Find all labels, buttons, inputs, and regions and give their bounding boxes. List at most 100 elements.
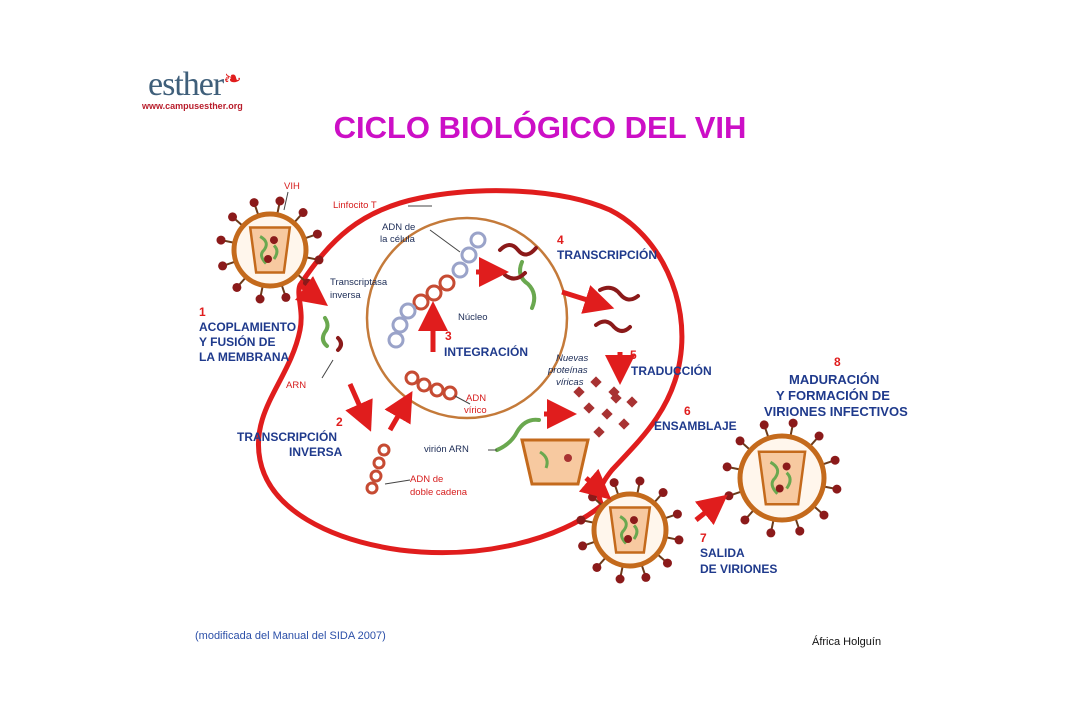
- virus-spike-head: [735, 436, 745, 446]
- virus-spike-head: [740, 515, 750, 525]
- virus-spike-head: [312, 229, 322, 239]
- virus-spike-head: [766, 528, 776, 538]
- viral-dna-helix: [404, 370, 458, 401]
- virus-mature: [722, 418, 842, 538]
- double-strand-dna: [365, 443, 391, 495]
- virus-spike-head: [228, 212, 238, 222]
- label-transcriptasa-2: inversa: [330, 290, 361, 301]
- virus-spike-head: [314, 255, 324, 265]
- author-name: África Holguín: [812, 636, 882, 648]
- step-8-number: 8: [834, 355, 841, 369]
- step-8-line-3: VIRIONES INFECTIVOS: [764, 404, 908, 419]
- virus-rna: [619, 515, 628, 545]
- virus-spike-head: [819, 510, 829, 520]
- rna-strands: [320, 243, 640, 452]
- virus-entering: [216, 196, 324, 304]
- step-6-number: 6: [684, 404, 691, 418]
- step-1-line-1: ACOPLAMIENTO: [199, 320, 296, 334]
- virus-spike-head: [298, 208, 308, 218]
- virus-spike-head: [641, 572, 651, 582]
- virus-spike-head: [275, 196, 285, 206]
- process-arrows: [295, 257, 728, 526]
- virus-spike-head: [232, 282, 242, 292]
- nucleus: [365, 216, 569, 420]
- label-adn-celula-2: la célula: [380, 234, 416, 245]
- label-adn-virico-2: vírico: [464, 405, 487, 416]
- step-4-number: 4: [557, 233, 564, 247]
- virus-spike-head: [255, 294, 265, 304]
- virus-rna: [259, 235, 268, 265]
- viral-proteins: [573, 376, 638, 438]
- step-2-line-1: TRANSCRIPCIÓN: [237, 429, 337, 444]
- virus-spike-head: [615, 574, 625, 584]
- virus-spike-head: [662, 558, 672, 568]
- virus-capsid: [757, 450, 807, 506]
- virus-enzyme: [782, 462, 791, 471]
- virus-spike-head: [578, 541, 588, 551]
- label-vih: VIH: [284, 181, 300, 192]
- logo-word: esther: [148, 66, 224, 103]
- step-8-line-2: Y FORMACIÓN DE: [776, 388, 890, 403]
- virus-rna: [769, 460, 780, 495]
- virus-spike-head: [281, 292, 291, 302]
- virus-spike-head: [592, 562, 602, 572]
- assembling-capsid: [520, 438, 590, 486]
- virus-rna: [272, 244, 279, 260]
- virus-spike-head: [635, 476, 645, 486]
- virus-spike-head: [672, 509, 682, 519]
- virus-spike-head: [814, 431, 824, 441]
- virus-capsid: [608, 506, 652, 554]
- virus-spike-head: [609, 478, 619, 488]
- virus-spike-head: [658, 488, 668, 498]
- step-1-line-3: LA MEMBRANA: [199, 350, 290, 364]
- virus-spike-head: [218, 261, 228, 271]
- virus-budding: [576, 476, 684, 584]
- label-adn-celula-1: ADN de: [382, 222, 415, 233]
- label-nuevas-1: Nuevas: [556, 353, 588, 364]
- virus-rna: [785, 471, 792, 490]
- virus-spike-head: [724, 491, 734, 501]
- virus-enzyme: [264, 255, 273, 263]
- step-4-line-1: TRANSCRIPCIÓN: [557, 247, 657, 262]
- label-nucleo: Núcleo: [458, 312, 488, 323]
- step-7-line-1: SALIDA: [700, 546, 745, 560]
- source-credit: (modificada del Manual del SIDA 2007): [195, 630, 386, 642]
- step-7-line-2: DE VIRIONES: [700, 562, 777, 576]
- step-1-line-2: Y FUSIÓN DE: [199, 334, 275, 349]
- virus-spike-head: [588, 492, 598, 502]
- label-adn-doble-1: ADN de: [410, 474, 443, 485]
- pointer-lines: [283, 191, 497, 485]
- virus-spike-head: [788, 418, 798, 428]
- virus-spike-head: [576, 515, 586, 525]
- label-nuevas-2: proteínas: [547, 365, 588, 376]
- ribbon-icon: ❧: [223, 66, 241, 91]
- virus-spike-head: [795, 526, 805, 536]
- virus-spike-head: [759, 420, 769, 430]
- virus-spike-head: [832, 484, 842, 494]
- virus-spike-head: [216, 235, 226, 245]
- label-linfocito: Linfocito T: [333, 200, 377, 211]
- virus-capsid: [248, 226, 292, 274]
- label-adn-doble-2: doble cadena: [410, 487, 468, 498]
- step-3-line-1: INTEGRACIÓN: [444, 344, 528, 359]
- label-virion-arn: virión ARN: [424, 444, 469, 455]
- step-3-number: 3: [445, 329, 452, 343]
- virus-spike-head: [830, 455, 840, 465]
- virus-enzyme: [269, 236, 278, 245]
- label-nuevas-3: víricas: [556, 377, 584, 388]
- step-7-number: 7: [700, 531, 707, 545]
- step-5-number: 5: [630, 348, 637, 362]
- virus-enzyme: [629, 516, 638, 525]
- step-2-number: 2: [336, 415, 343, 429]
- step-2-line-2: INVERSA: [289, 445, 343, 459]
- step-8-line-1: MADURACIÓN: [789, 372, 879, 387]
- label-adn-virico-1: ADN: [466, 393, 486, 404]
- virus-rna: [632, 524, 639, 540]
- step-5-line-1: TRADUCCIÓN: [631, 363, 712, 378]
- page-title: CICLO BIOLÓGICO DEL VIH: [333, 110, 747, 145]
- virus-enzyme: [624, 535, 633, 543]
- virus-enzyme: [775, 484, 784, 493]
- cell-dna-helix: [387, 231, 487, 349]
- step-6-line-1: ENSAMBLAJE: [654, 419, 737, 433]
